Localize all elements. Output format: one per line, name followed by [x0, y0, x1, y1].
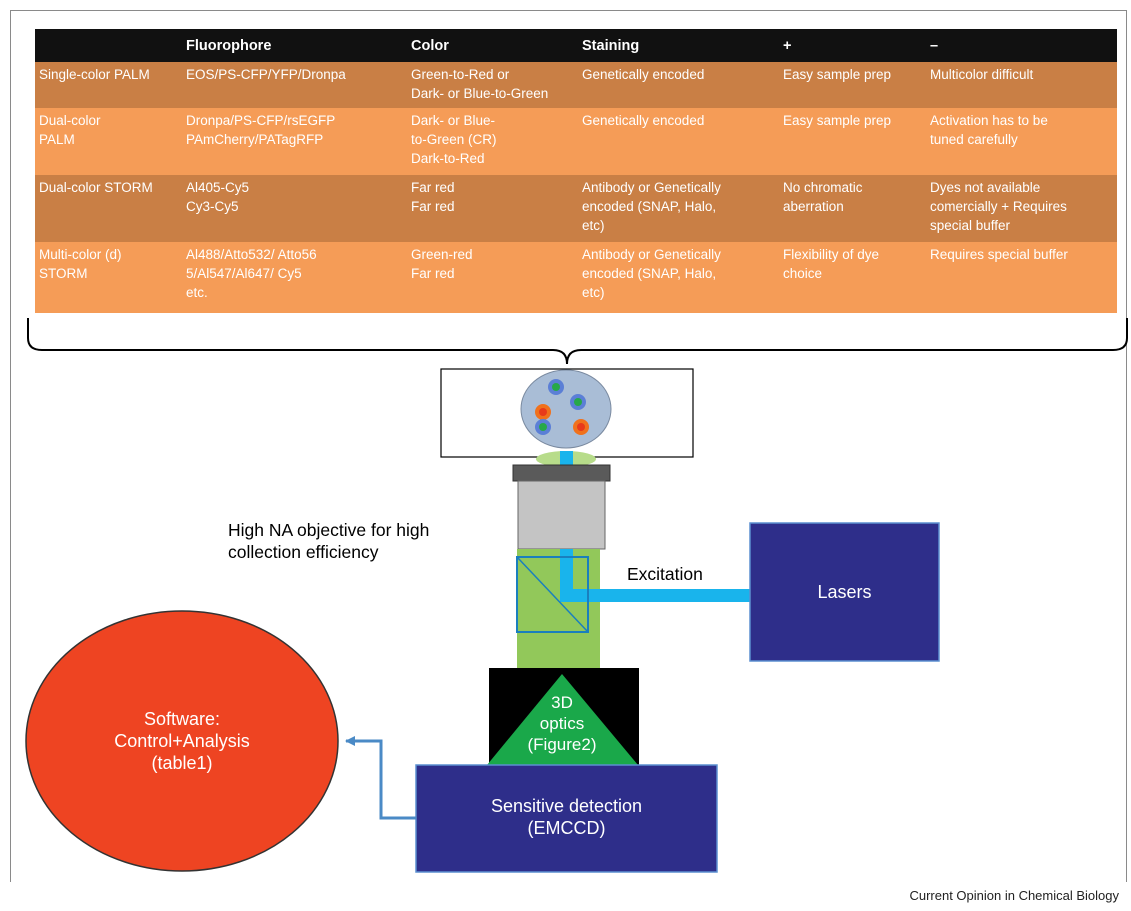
objective-label: High NA objective for high collection ef… — [228, 520, 430, 562]
table-cell: Multi-color (d) STORM — [35, 242, 182, 313]
detection-light-column — [517, 549, 600, 668]
table-cell: Green-to-Red or Dark- or Blue-to-Green — [407, 62, 578, 108]
table-cell: Flexibility of dye choice — [779, 242, 926, 313]
table-cell: Dark- or Blue- to-Green (CR) Dark-to-Red — [407, 108, 578, 175]
software-ellipse — [25, 610, 339, 872]
sample-dish-icon — [520, 369, 612, 449]
header-cell-staining: Staining — [578, 29, 779, 62]
table-cell: Al488/Atto532/ Atto56 5/Al547/Al647/ Cy5… — [182, 242, 407, 313]
table-cell: Single-color PALM — [35, 62, 182, 108]
table-row: Dual-color PALM Dronpa/PS-CFP/rsEGFP PAm… — [35, 108, 1117, 175]
table-cell: Requires special buffer — [926, 242, 1117, 313]
beam-top — [560, 451, 573, 467]
table-cell: Dronpa/PS-CFP/rsEGFP PAmCherry/PATagRFP — [182, 108, 407, 175]
beam-splitter-icon — [516, 556, 589, 633]
table-cell: Easy sample prep — [779, 108, 926, 175]
table-row: Single-color PALM EOS/PS-CFP/YFP/Dronpa … — [35, 62, 1117, 108]
header-cell-method — [35, 29, 182, 62]
table-cell: EOS/PS-CFP/YFP/Dronpa — [182, 62, 407, 108]
figure-frame — [10, 10, 1127, 882]
header-cell-pros: + — [779, 29, 926, 62]
table-cell: Antibody or Genetically encoded (SNAP, H… — [578, 242, 779, 313]
excitation-label: Excitation — [627, 564, 703, 584]
optics-triangle-icon — [487, 674, 638, 765]
excitation-beam-vertical — [560, 549, 573, 596]
detector-label: Sensitive detection (EMCCD) — [490, 796, 643, 838]
table-cell: Far red Far red — [407, 175, 578, 242]
arrow-icon — [345, 736, 416, 820]
excitation-beam-horizontal — [560, 589, 750, 602]
table-cell: Dual-color PALM — [35, 108, 182, 175]
brace-icon — [27, 318, 1128, 365]
table-cell: Activation has to be tuned carefully — [926, 108, 1117, 175]
table-cell: Antibody or Genetically encoded (SNAP, H… — [578, 175, 779, 242]
table-cell: Genetically encoded — [578, 108, 779, 175]
table-header-row: Fluorophore Color Staining + – — [35, 29, 1117, 62]
optics-label: 3D optics (Figure2) — [527, 693, 597, 754]
table-cell: No chromatic aberration — [779, 175, 926, 242]
detector-box — [415, 764, 718, 873]
objective-lens-icon — [517, 480, 606, 550]
table-cell: Easy sample prep — [779, 62, 926, 108]
header-cell-cons: – — [926, 29, 1117, 62]
table-cell: Multicolor difficult — [926, 62, 1117, 108]
fluorophore-table: Fluorophore Color Staining + – Single-co… — [35, 29, 1117, 313]
table-cell: Al405-Cy5 Cy3-Cy5 — [182, 175, 407, 242]
dichroic-mirror — [516, 556, 589, 633]
objective-collar-icon — [512, 464, 611, 482]
software-label: Software: Control+Analysis (table1) — [114, 709, 250, 773]
fluorophore-spots — [535, 379, 589, 435]
figure-credit: Current Opinion in Chemical Biology — [909, 888, 1119, 903]
header-cell-color: Color — [407, 29, 578, 62]
lasers-box — [749, 522, 940, 662]
table-cell: Dual-color STORM — [35, 175, 182, 242]
table-cell: Green-red Far red — [407, 242, 578, 313]
header-cell-fluorophore: Fluorophore — [182, 29, 407, 62]
table-cell: Genetically encoded — [578, 62, 779, 108]
table-cell: Dyes not available comercially + Require… — [926, 175, 1117, 242]
lasers-label: Lasers — [817, 582, 872, 602]
table-row: Dual-color STORM Al405-Cy5 Cy3-Cy5 Far r… — [35, 175, 1117, 242]
table-row: Multi-color (d) STORM Al488/Atto532/ Att… — [35, 242, 1117, 313]
